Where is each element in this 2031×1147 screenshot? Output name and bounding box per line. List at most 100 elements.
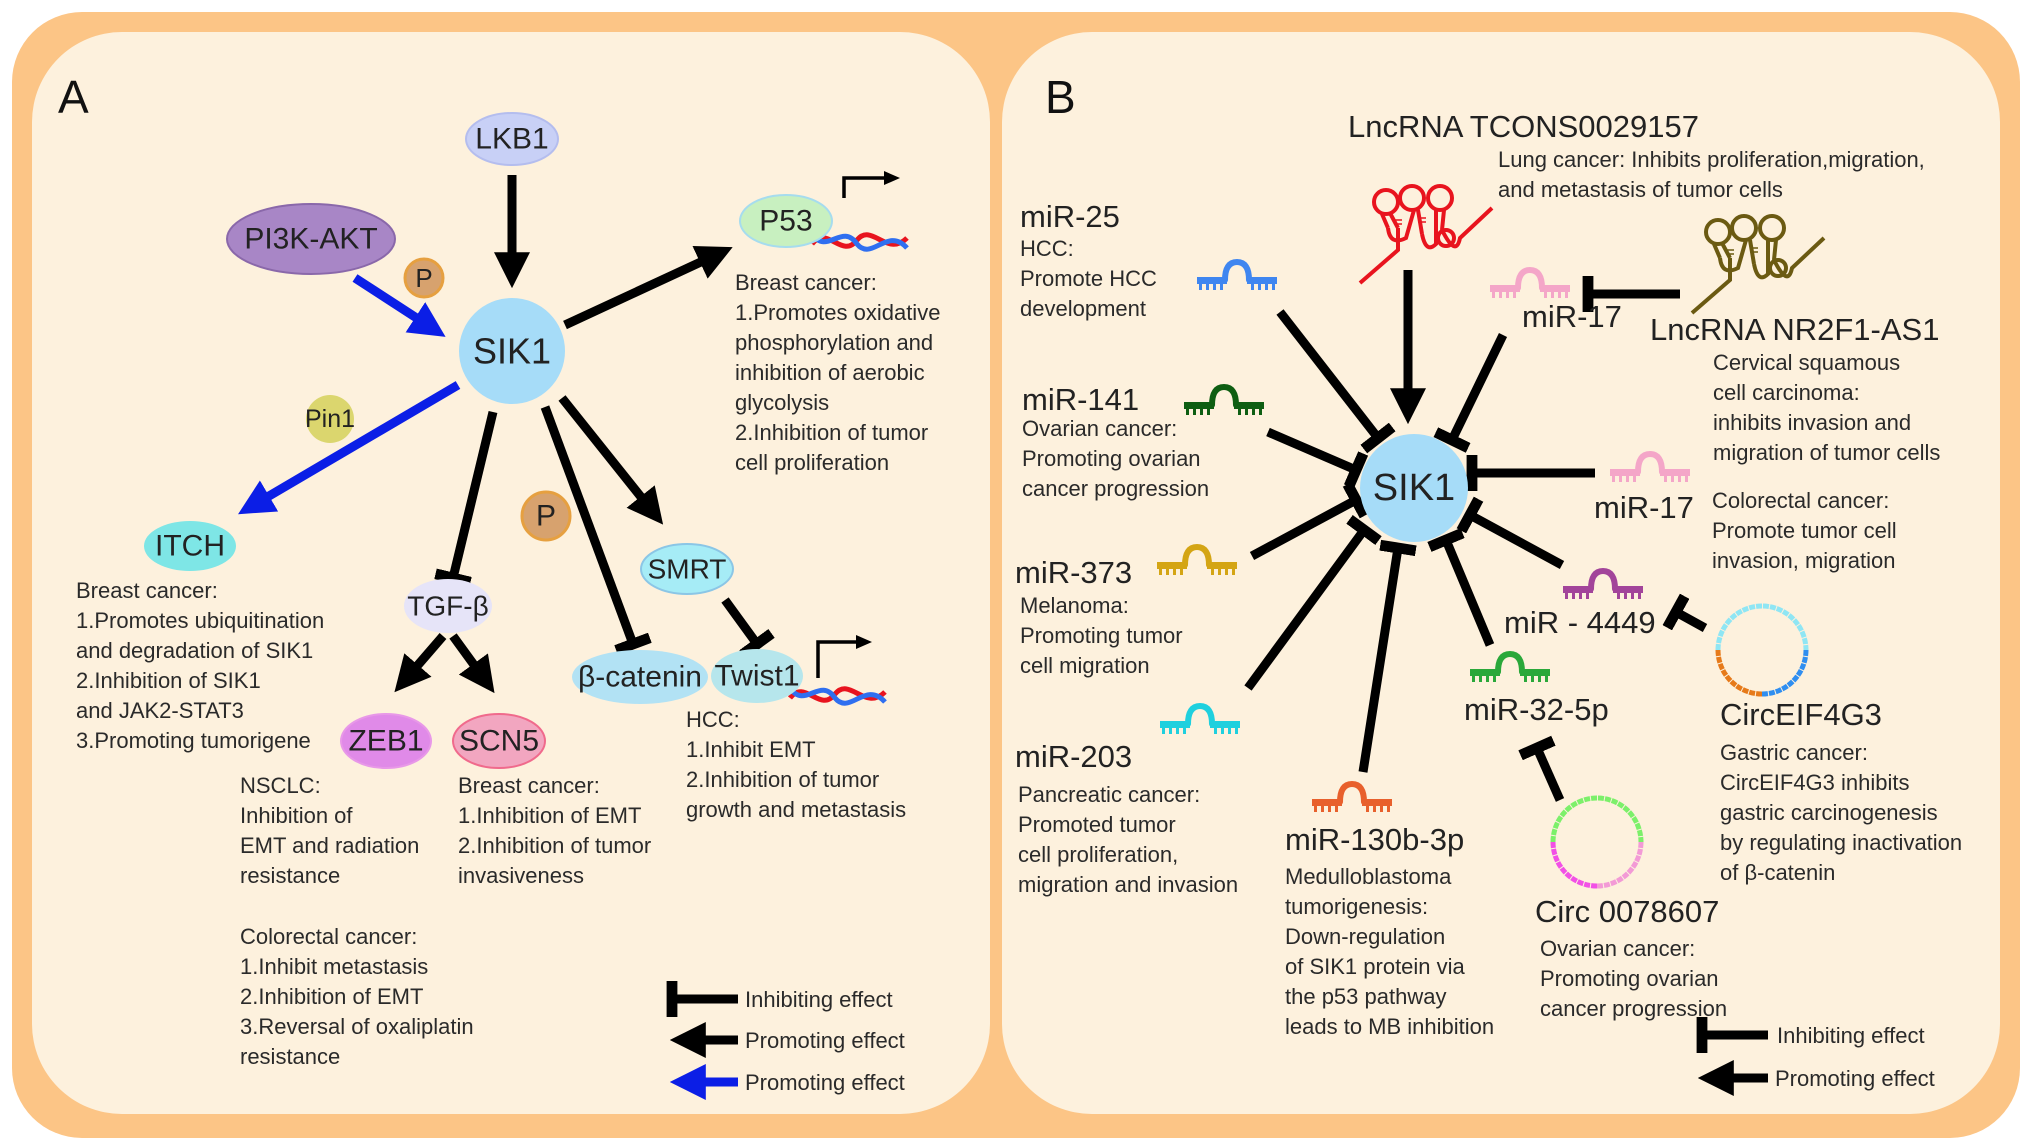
edge-mir25-sik1	[1276, 309, 1396, 454]
note-line: inhibits invasion and	[1713, 410, 1911, 435]
mir4449-name: miR - 4449	[1504, 605, 1656, 640]
note-line: 1.Promotes oxidative	[735, 300, 940, 325]
legend-a: Inhibiting effect Promoting effect Promo…	[666, 981, 905, 1100]
note-line: growth and metastasis	[686, 797, 906, 822]
node-lkb1[interactable]: LKB1	[465, 112, 559, 166]
node-tgf-beta[interactable]: TGF-β	[404, 579, 492, 633]
note-line: Promoting ovarian	[1022, 446, 1201, 471]
dna-icon-twist1	[787, 635, 887, 706]
node-sik1-a[interactable]: SIK1	[459, 298, 565, 404]
mir17-right-note: Colorectal cancer: Promote tumor cell inva…	[1712, 488, 1897, 573]
node-p53[interactable]: P53	[739, 194, 833, 248]
legend-a-promoting-black: Promoting effect	[669, 1022, 905, 1058]
note-line: migration of tumor cells	[1713, 440, 1940, 465]
node-tgf-beta-label: TGF-β	[407, 591, 488, 622]
note-line: by regulating inactivation	[1720, 830, 1962, 855]
note-line: CircEIF4G3 inhibits	[1720, 770, 1910, 795]
node-pin1-label: Pin1	[305, 405, 355, 433]
note-line: 2.Inhibition of tumor	[735, 420, 928, 445]
node-pi3k-akt-label: PI3K-AKT	[244, 223, 377, 256]
edge-circeif4g3-mir4449	[1662, 593, 1708, 632]
circrna-segment	[1550, 841, 1598, 889]
mir17-right-name: miR-17	[1594, 490, 1694, 525]
node-twist1[interactable]: Twist1	[711, 649, 803, 703]
note-line: and degradation of SIK1	[76, 638, 313, 663]
note-line: Melanoma:	[1020, 593, 1129, 618]
mir25-note: HCC: Promote HCC development	[1020, 236, 1157, 321]
edge-mir203-sik1	[1244, 514, 1382, 691]
edge-sik1-betacatenin	[540, 405, 652, 656]
note-line: invasion, migration	[1712, 548, 1895, 573]
mir130b-name: miR-130b-3p	[1285, 822, 1464, 857]
node-zeb1-label: ZEB1	[348, 725, 423, 758]
mir32-name: miR-32-5p	[1464, 692, 1609, 727]
mir373-name: miR-373	[1015, 555, 1132, 590]
edge-mir17top-sik1	[1433, 333, 1508, 453]
note-line: Promoting ovarian	[1540, 966, 1719, 991]
node-sik1-b-label: SIK1	[1373, 467, 1455, 509]
circeif4g3-name: CircEIF4G3	[1720, 697, 1882, 732]
note-line: cell proliferation,	[1018, 842, 1178, 867]
circrna-segment	[1550, 795, 1644, 843]
note-line: Ovarian cancer:	[1022, 416, 1177, 441]
note-line: Promote HCC	[1020, 266, 1157, 291]
legend-b-promoting-label: Promoting effect	[1775, 1066, 1935, 1091]
note-line: 2.Inhibition of SIK1	[76, 668, 261, 693]
note-line: cancer progression	[1022, 476, 1209, 501]
circrna-segment	[1596, 841, 1644, 889]
note-line: HCC:	[1020, 236, 1074, 261]
circrna-segment	[1715, 649, 1763, 697]
node-scn5-label: SCN5	[459, 725, 539, 758]
node-itch[interactable]: ITCH	[144, 521, 236, 571]
note-line: Gastric cancer:	[1720, 740, 1868, 765]
node-beta-catenin-label: β-catenin	[578, 661, 702, 694]
legend-a-inhibiting-label: Inhibiting effect	[745, 987, 893, 1012]
node-sik1-b[interactable]: SIK1	[1360, 434, 1468, 542]
node-pi3k-akt[interactable]: PI3K-AKT	[226, 203, 396, 275]
legend-a-promoting-blue-label: Promoting effect	[745, 1070, 905, 1095]
mir203-name: miR-203	[1015, 739, 1132, 774]
note-line: Medulloblastoma	[1285, 864, 1452, 889]
phospho-badge-2: P	[520, 490, 572, 542]
note-line: glycolysis	[735, 390, 829, 415]
lncrna-tcons-note: Lung cancer: Inhibits proliferation,migr…	[1498, 147, 1925, 202]
note-line: the p53 pathway	[1285, 984, 1446, 1009]
note-line: development	[1020, 296, 1146, 321]
note-line: Promote tumor cell	[1712, 518, 1897, 543]
circ0078607-icon	[1550, 795, 1644, 889]
node-zeb1[interactable]: ZEB1	[340, 713, 432, 769]
node-scn5[interactable]: SCN5	[452, 713, 546, 769]
edge-mir373-sik1	[1249, 481, 1370, 560]
legend-b-inhibiting: Inhibiting effect	[1696, 1017, 1925, 1053]
note-line: Colorectal cancer:	[1712, 488, 1889, 513]
note-line: cell proliferation	[735, 450, 889, 475]
node-pin1: Pin1	[305, 395, 355, 443]
edge-mir32-sik1	[1427, 528, 1495, 647]
edge-mir141-sik1	[1266, 427, 1369, 489]
note-line: and JAK2-STAT3	[76, 698, 244, 723]
note-line: invasiveness	[458, 863, 584, 888]
node-beta-catenin[interactable]: β-catenin	[572, 650, 708, 704]
edge-tgfb-zeb1	[394, 633, 447, 693]
edge-pi3k-sik1	[352, 274, 446, 337]
node-smrt[interactable]: SMRT	[640, 543, 734, 595]
note-line: HCC:	[686, 707, 740, 732]
note-line: inhibition of aerobic	[735, 360, 925, 385]
edge-sik1-smrt	[558, 395, 664, 525]
note-line: and metastasis of tumor cells	[1498, 177, 1783, 202]
panel-a-background	[32, 32, 990, 1114]
circrna-segment	[1715, 603, 1809, 651]
lncrna-tcons-name: LncRNA TCONS0029157	[1348, 109, 1699, 144]
lncrna-nr2f1-name: LncRNA NR2F1-AS1	[1650, 312, 1939, 347]
edge-smrt-twist1	[721, 597, 775, 659]
circrna-segment	[1761, 649, 1809, 697]
note-line: NSCLC:	[240, 773, 321, 798]
